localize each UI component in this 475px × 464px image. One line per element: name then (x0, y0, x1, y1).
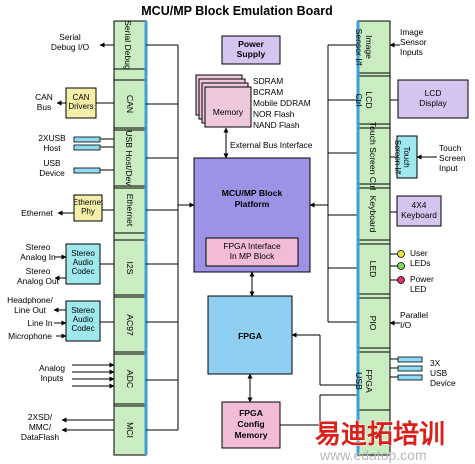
memory-label: Memory (213, 107, 244, 117)
watermark-chinese: 易迪拓培训 (315, 420, 445, 450)
i2s-cell (113, 239, 147, 296)
power-led-icon (397, 276, 405, 284)
microphone-label: Microphone (8, 331, 52, 341)
memory-type-4: NOR Flash (253, 109, 295, 119)
can-cell (113, 79, 147, 129)
headphone-label: Headphone/Line Out (7, 295, 53, 315)
can-label: CAN (125, 95, 135, 113)
keyboard-label: Keyboard (368, 196, 378, 233)
memory-type-1: SDRAM (253, 76, 283, 86)
fpga-block: FPGA (207, 295, 293, 375)
ac97-label: AC97 (125, 314, 135, 336)
ac97-codec-box (65, 300, 101, 342)
ac97-cell (113, 296, 147, 353)
ethernet-cell (113, 187, 147, 234)
line-in-label: Line In (27, 318, 52, 328)
ethernet-ext-label: Ethernet (21, 208, 53, 218)
led-cell (357, 243, 391, 295)
serial-debug-cell (113, 20, 147, 70)
keyboard-box (396, 195, 442, 227)
fpga-usb-label: FPGAUSB (354, 369, 374, 393)
adc-label: ADC (125, 370, 135, 388)
image-sensor-cell (357, 20, 391, 74)
touch-cell (357, 127, 391, 185)
watermark-url: www.edatop.com (319, 447, 427, 463)
led-label: LED (368, 261, 378, 278)
fpga-label: FPGA (238, 331, 262, 341)
sd-mmc-label: 2XSD/MMC/DataFlash (21, 412, 60, 442)
left-column: Serial Debug CAN USB Host/Dev Ethernet I… (113, 20, 148, 456)
right-bus (280, 44, 358, 426)
ethernet-label: Ethernet (125, 194, 135, 227)
left-bus (146, 44, 195, 431)
memory-type-2: BCRAM (253, 87, 283, 97)
right-column: ImageSensor I/f LCDCtrl Touch Screen Ctr… (354, 20, 391, 456)
lcd-display-box (397, 79, 469, 119)
touch-if-label: TouchScreen I/f (393, 140, 411, 175)
keyboard-cell (357, 187, 391, 241)
fpga-usb-cell (357, 351, 391, 411)
serial-debug-label: Serial Debug (123, 20, 133, 70)
lcd-label: LCDCtrl (354, 91, 374, 108)
i2s-codec-box (65, 243, 101, 285)
can-drivers-box (65, 87, 97, 119)
memory-types: SDRAM BCRAM Mobile DDRAM NOR Flash NAND … (253, 76, 311, 130)
fpga-interface-box (205, 237, 299, 267)
i2s-label: I2S (125, 262, 135, 275)
touch-label: Touch Screen Ctrl (368, 122, 378, 190)
memory-type-3: Mobile DDRAM (253, 98, 311, 108)
user-led-icon (397, 262, 405, 270)
image-sensor-label: ImageSensor I/f (354, 29, 374, 66)
usb-label: USB Host/Dev (124, 130, 134, 186)
memory-stack: Memory (195, 74, 252, 128)
page-title: MCU/MP Block Emulation Board (141, 4, 332, 18)
ethernet-phy-box (73, 194, 103, 222)
external-bus-label: External Bus Interface (230, 140, 313, 150)
user-led-icon (397, 250, 405, 258)
watermark: 易迪拓培训 www.edatop.com (314, 419, 445, 463)
mci-label: MCI (125, 422, 135, 438)
memory-type-5: NAND Flash (253, 120, 300, 130)
pio-label: PIO (368, 316, 378, 331)
